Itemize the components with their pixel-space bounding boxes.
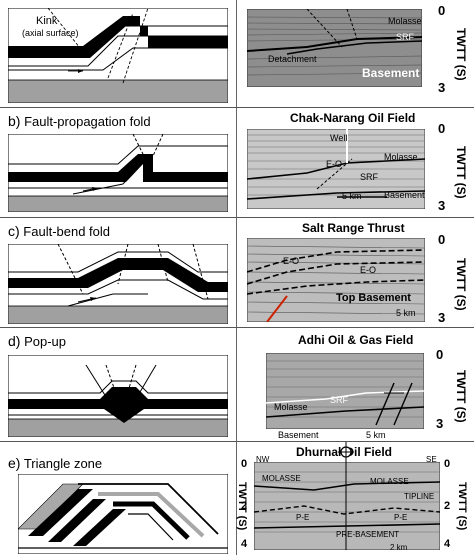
seis-e-tick-left-2: 2: [241, 500, 248, 512]
seis-b-scale: 5 km: [342, 191, 362, 201]
fault-bend-diagram: [8, 244, 228, 324]
kink-label: Kink: [36, 15, 58, 27]
seis-e-label-5: P-E: [296, 513, 310, 522]
seis-e-label-1: SE: [426, 455, 437, 464]
seis-b-label-2: E-O: [326, 159, 343, 169]
seis-b-label-1: Molasse: [384, 152, 418, 162]
seis-e-label-4: TIPLINE: [404, 492, 435, 501]
seis-c-axis: TWTT (S): [454, 258, 468, 311]
seis-e-tick-right-2: 2: [444, 500, 451, 512]
seis-b-axis: TWTT (S): [454, 146, 468, 199]
seismic-section-e: [254, 462, 440, 550]
case-b-name: Fault-propagation fold: [24, 114, 151, 129]
seismic-section-a: [247, 9, 422, 87]
triangle-zone-diagram: [18, 474, 228, 554]
pop-up-diagram: [8, 355, 228, 437]
seis-e-label-6: P-E: [394, 513, 408, 522]
seis-a-tick-1: 3: [438, 80, 446, 95]
case-d-letter: d): [8, 333, 21, 349]
seis-c-label-1: E-O: [360, 265, 377, 275]
seis-e-axis-right: TWTT (S): [456, 482, 468, 531]
seis-c-label-2: Top Basement: [336, 292, 411, 304]
seis-d-tick-1: 3: [436, 416, 444, 431]
field-c-title: Salt Range Thrust: [302, 221, 405, 235]
seismic-section-d: [266, 353, 424, 429]
seis-e-tick-right-4: 4: [444, 538, 451, 550]
seis-d-axis: TWTT (S): [454, 370, 468, 423]
axial-surface-label: (axial surface): [22, 28, 79, 38]
case-c-heading: c) Fault-bend fold: [8, 223, 110, 239]
seis-d-label-2: Basement: [278, 430, 319, 440]
panel-triangle-zone: e) Triangle zone Dhurnal Oil Field NW SE…: [0, 441, 474, 555]
case-d-heading: d) Pop-up: [8, 333, 66, 349]
seis-c-tick-0: 0: [438, 232, 446, 247]
seis-a-tick-0: 0: [438, 3, 446, 18]
seis-d-tick-0: 0: [436, 347, 444, 362]
seis-a-label-2: Detachment: [268, 54, 317, 64]
seis-e-label-0: NW: [256, 455, 270, 464]
case-c-name: Fault-bend fold: [23, 224, 111, 239]
case-e-letter: e): [8, 455, 21, 471]
seis-b-label-4: Basement: [384, 190, 425, 200]
seis-a-label-1: SRF: [396, 32, 414, 42]
seis-e-tick-left-0: 0: [241, 458, 248, 470]
case-e-name: Triangle zone: [23, 456, 103, 471]
seis-c-scale: 5 km: [396, 308, 416, 318]
seis-e-scale: 2 km: [390, 543, 408, 552]
field-d-title: Adhi Oil & Gas Field: [298, 333, 414, 347]
panel-pop-up: d) Pop-up Adhi Oil & Gas Field Molasse S…: [0, 327, 474, 441]
field-b-title: Chak-Narang Oil Field: [290, 111, 416, 125]
seis-b-tick-0: 0: [438, 121, 446, 136]
case-d-name: Pop-up: [24, 334, 66, 349]
panel-kink: Kink (axial surface) Molasse SRF Detachm…: [0, 0, 474, 107]
seis-d-scale: 5 km: [366, 430, 386, 440]
seis-e-axis-left: TWTT (S): [236, 482, 248, 531]
seis-b-tick-1: 3: [438, 198, 446, 213]
seis-c-label-0: E-O: [283, 256, 300, 266]
seis-a-label-0: Molasse: [388, 16, 422, 26]
seis-d-label-1: SRF: [330, 395, 348, 405]
seis-e-label-2: MOLASSE: [262, 474, 301, 483]
case-b-heading: b) Fault-propagation fold: [8, 113, 151, 129]
column-divider: [236, 0, 237, 555]
panel-fault-propagation: b) Fault-propagation fold Chak-Narang Oi…: [0, 107, 474, 217]
seis-e-tick-left-4: 4: [241, 538, 248, 550]
seis-a-axis: TWTT (S): [454, 28, 468, 81]
seis-e-label-7: PRE-BASEMENT: [336, 530, 400, 539]
seis-d-label-0: Molasse: [274, 402, 308, 412]
kink-fold-diagram: [8, 8, 228, 103]
panel-fault-bend: c) Fault-bend fold Salt Range Thrust E-O…: [0, 217, 474, 327]
case-b-letter: b): [8, 113, 21, 129]
seis-b-label-0: Well: [330, 133, 348, 143]
seis-c-tick-1: 3: [438, 310, 446, 325]
case-e-heading: e) Triangle zone: [8, 455, 102, 471]
seis-e-tick-right-0: 0: [444, 458, 451, 470]
fault-propagation-diagram: [8, 134, 228, 212]
seis-e-label-3: MOLASSE: [370, 477, 409, 486]
seismic-section-b: [247, 129, 425, 209]
seis-b-label-3: SRF: [360, 172, 378, 182]
seismic-section-c: [247, 238, 425, 322]
case-c-letter: c): [8, 223, 20, 239]
seis-a-label-3: Basement: [362, 66, 420, 80]
